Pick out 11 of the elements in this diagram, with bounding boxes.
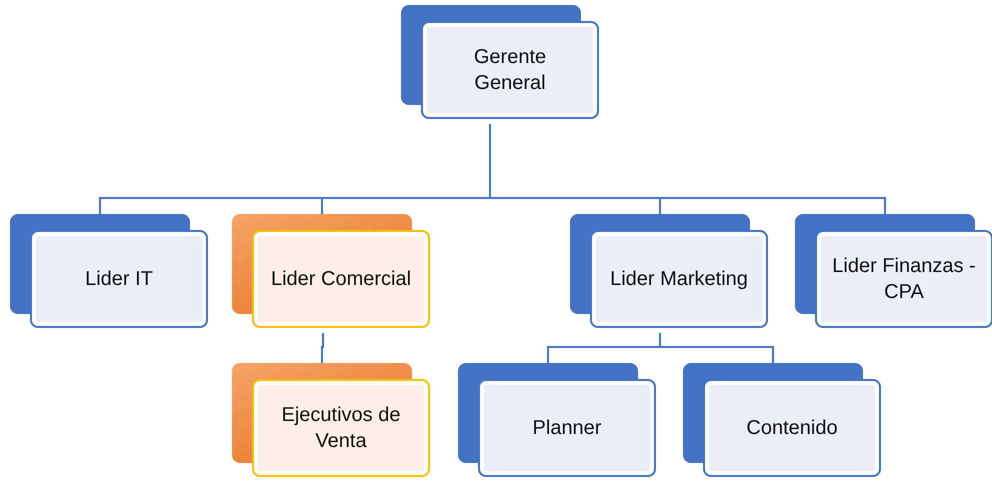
role-title: Lider Comercial	[270, 267, 412, 292]
role-title: Gerente General	[472, 45, 548, 96]
role-title: Contenido	[745, 416, 839, 441]
connector-line	[489, 124, 886, 214]
role-title: Lider IT	[84, 267, 154, 292]
role-title: Planner	[532, 416, 602, 441]
connector-line	[321, 333, 324, 363]
role-title: Lider Marketing	[609, 267, 749, 292]
connector-line	[659, 333, 774, 363]
role-title: Lider Finanzas - CPA	[831, 254, 977, 305]
role-title: Ejecutivos de Venta	[280, 403, 402, 454]
